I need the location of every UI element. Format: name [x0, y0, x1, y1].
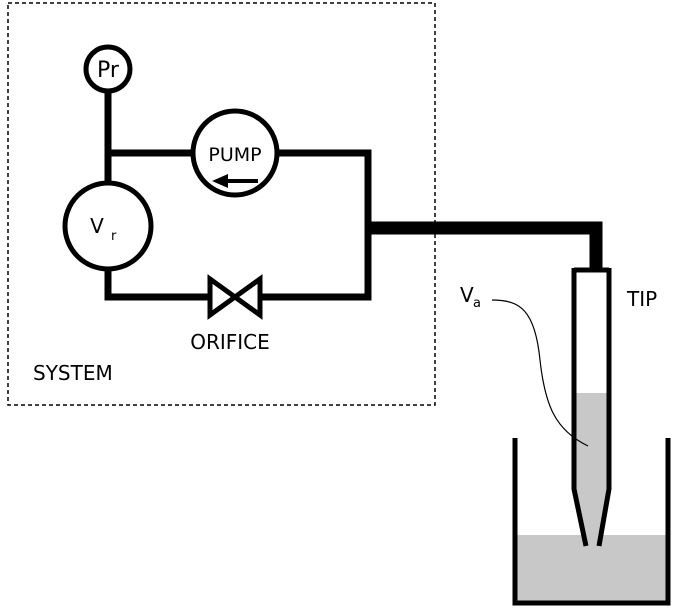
reservoir-label: V: [90, 214, 104, 238]
pipe-to-tip: [368, 221, 603, 268]
orifice-valve-icon: [207, 274, 263, 320]
flow-arrow-icon: [212, 174, 258, 188]
reservoir: V r: [62, 180, 154, 272]
reservoir-label-subscript: r: [111, 229, 117, 244]
air-volume-leader-line: [491, 299, 589, 447]
tip-label: TIP: [626, 287, 657, 311]
beaker-liquid: [515, 535, 668, 603]
pipette-tip: [571, 267, 612, 547]
pressure-gauge-label: Pr: [97, 58, 120, 83]
pressure-gauge: Pr: [83, 44, 133, 94]
air-volume-label: V: [460, 283, 474, 307]
system-label: SYSTEM: [33, 361, 113, 385]
pump-label: PUMP: [208, 144, 261, 166]
tip-liquid: [574, 393, 609, 546]
orifice-label: ORIFICE: [190, 330, 270, 354]
system-boundary: [7, 2, 436, 406]
air-volume-label-subscript: a: [473, 296, 481, 311]
pump: PUMP: [190, 108, 280, 198]
beaker: [512, 438, 671, 606]
